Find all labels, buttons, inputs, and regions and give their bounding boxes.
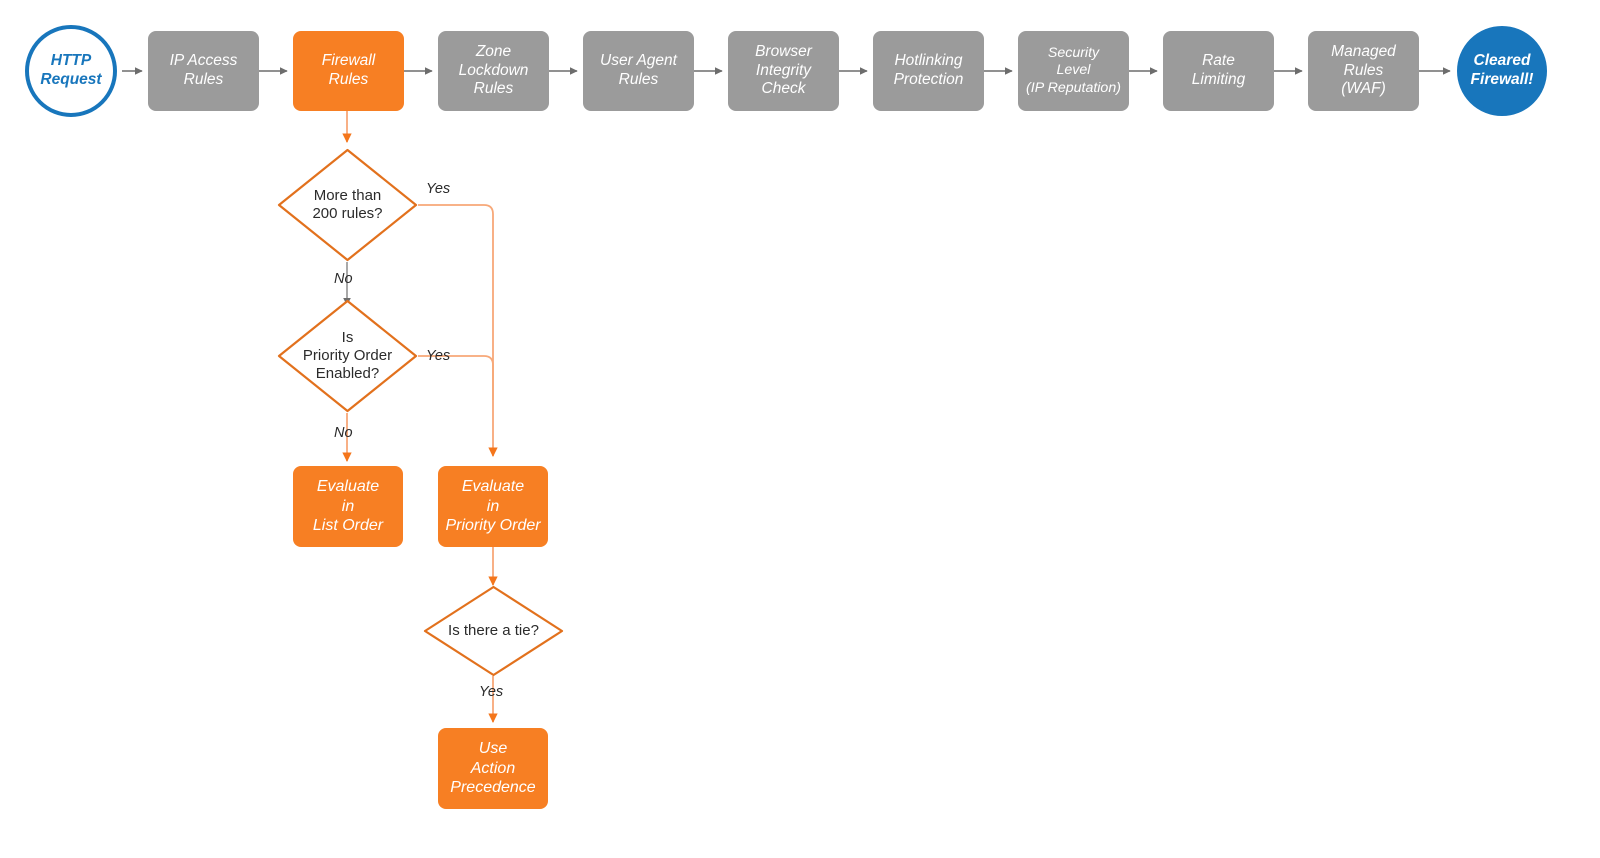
node-hotlinking-protection[interactable]: Hotlinking Protection	[873, 31, 984, 111]
node-label: Browser Integrity Check	[755, 42, 812, 98]
diamond-outline-icon	[277, 299, 418, 413]
node-label: HTTP Request	[40, 52, 102, 88]
node-label: Cleared Firewall!	[1470, 52, 1534, 88]
node-label: Hotlinking Protection	[893, 52, 964, 88]
node-is-priority-order-enabled[interactable]: Is Priority Order Enabled?	[277, 299, 418, 413]
node-label: User Agent Rules	[600, 52, 677, 88]
node-label: Firewall Rules	[321, 52, 376, 88]
edge-label-more-than-200-yes: Yes	[426, 181, 451, 197]
node-http-request[interactable]: HTTP Request	[25, 25, 117, 117]
node-label: Rate Limiting	[1191, 52, 1246, 88]
node-more-than-200-rules[interactable]: More than 200 rules?	[277, 148, 418, 262]
node-zone-lockdown-rules[interactable]: Zone Lockdown Rules	[438, 31, 549, 111]
node-managed-rules-waf[interactable]: Managed Rules (WAF)	[1308, 31, 1419, 111]
diamond-outline-icon	[277, 148, 418, 262]
edge-label-more-than-200-no: No	[334, 271, 353, 287]
node-label: More than 200 rules?	[312, 186, 383, 222]
node-evaluate-in-priority-order[interactable]: Evaluate in Priority Order	[438, 466, 548, 547]
node-browser-integrity-check[interactable]: Browser Integrity Check	[728, 31, 839, 111]
node-evaluate-in-list-order[interactable]: Evaluate in List Order	[293, 466, 403, 547]
node-cleared-firewall[interactable]: Cleared Firewall!	[1457, 26, 1547, 116]
node-label: Evaluate in List Order	[312, 478, 384, 535]
edge-200rules-yes	[418, 204, 498, 457]
node-label: Is Priority Order Enabled?	[302, 328, 393, 383]
diamond-outline-icon	[423, 585, 564, 677]
edge-label-priority-order-no: No	[334, 425, 353, 441]
node-is-there-a-tie[interactable]: Is there a tie?	[423, 585, 564, 677]
edge-label-priority-order-yes: Yes	[426, 348, 451, 364]
node-firewall-rules[interactable]: Firewall Rules	[293, 31, 404, 111]
node-user-agent-rules[interactable]: User Agent Rules	[583, 31, 694, 111]
node-label: Managed Rules (WAF)	[1331, 42, 1396, 98]
node-label: IP Access Rules	[169, 52, 238, 88]
node-rate-limiting[interactable]: Rate Limiting	[1163, 31, 1274, 111]
node-label: Use Action Precedence	[450, 740, 536, 797]
node-use-action-precedence[interactable]: Use Action Precedence	[438, 728, 548, 809]
node-label: Is there a tie?	[448, 621, 539, 639]
node-security-level[interactable]: Security Level (IP Reputation)	[1018, 31, 1129, 111]
node-ip-access-rules[interactable]: IP Access Rules	[148, 31, 259, 111]
node-label: Evaluate in Priority Order	[445, 478, 541, 535]
node-label: Zone Lockdown Rules	[458, 42, 529, 98]
node-label: Security Level (IP Reputation)	[1026, 45, 1121, 96]
edge-label-tie-yes: Yes	[479, 684, 504, 700]
